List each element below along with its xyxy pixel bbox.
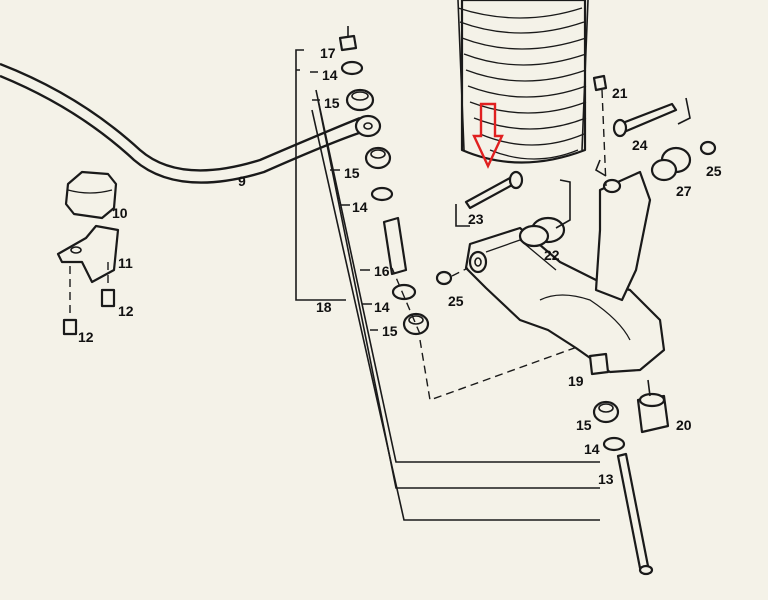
callout-19: 19 [568,373,584,389]
stabilizer-bar [0,62,382,184]
bushing-15-mid [364,146,392,170]
washer-14-bottom [602,436,626,452]
nut-21 [592,74,608,187]
nut-25-left [435,267,469,286]
callout-25-b: 25 [706,163,722,179]
coil-spring [457,0,589,164]
callout-10: 10 [112,205,128,221]
callout-14-d: 14 [584,441,600,457]
callout-23: 23 [468,211,484,227]
bushing-22 [518,216,566,248]
bushing-15-bottom [592,400,620,424]
assembly-line-13 [391,267,421,335]
bushing-27 [650,146,692,182]
washer-14-top [340,60,364,76]
bushing-15-low [402,312,430,336]
callout-18: 18 [316,299,332,315]
callout-11: 11 [118,255,133,271]
callout-16: 16 [374,263,390,279]
callout-12-b: 12 [118,303,134,319]
callout-14-a: 14 [322,67,338,83]
bolt-23 [455,170,571,229]
callout-9: 9 [238,173,246,189]
down-arrow-icon [472,102,504,169]
spacer-16 [382,216,408,276]
bracket-11 [56,224,120,284]
bolt-13 [616,452,654,576]
bolt-24 [595,97,691,177]
nut-25-right [699,140,717,156]
callout-21: 21 [612,85,628,101]
callout-20: 20 [676,417,692,433]
callout-15-c: 15 [382,323,398,339]
assembly-line-link [419,339,581,401]
group-bracket-18 [295,49,600,521]
washer-14-low [391,283,417,301]
bolt-12-b [100,262,116,308]
ball-joint-20 [636,379,670,434]
callout-25-a: 25 [448,293,464,309]
washer-14-mid [370,186,394,202]
callout-17: 17 [320,45,336,61]
stabilizer-bushing-10 [64,170,118,220]
bushing-15-top [345,88,375,112]
nut-17 [338,26,358,52]
callout-22: 22 [544,247,560,263]
callout-27: 27 [676,183,692,199]
callout-15-a: 15 [324,95,340,111]
callout-14-b: 14 [352,199,368,215]
callout-15-b: 15 [344,165,360,181]
callout-24: 24 [632,137,648,153]
callout-12-a: 12 [78,329,94,345]
callout-15-d: 15 [576,417,592,433]
bolt-12-a [62,266,78,336]
callout-13: 13 [598,471,614,487]
lower-control-arm-19 [464,170,666,376]
callout-14-c: 14 [374,299,390,315]
